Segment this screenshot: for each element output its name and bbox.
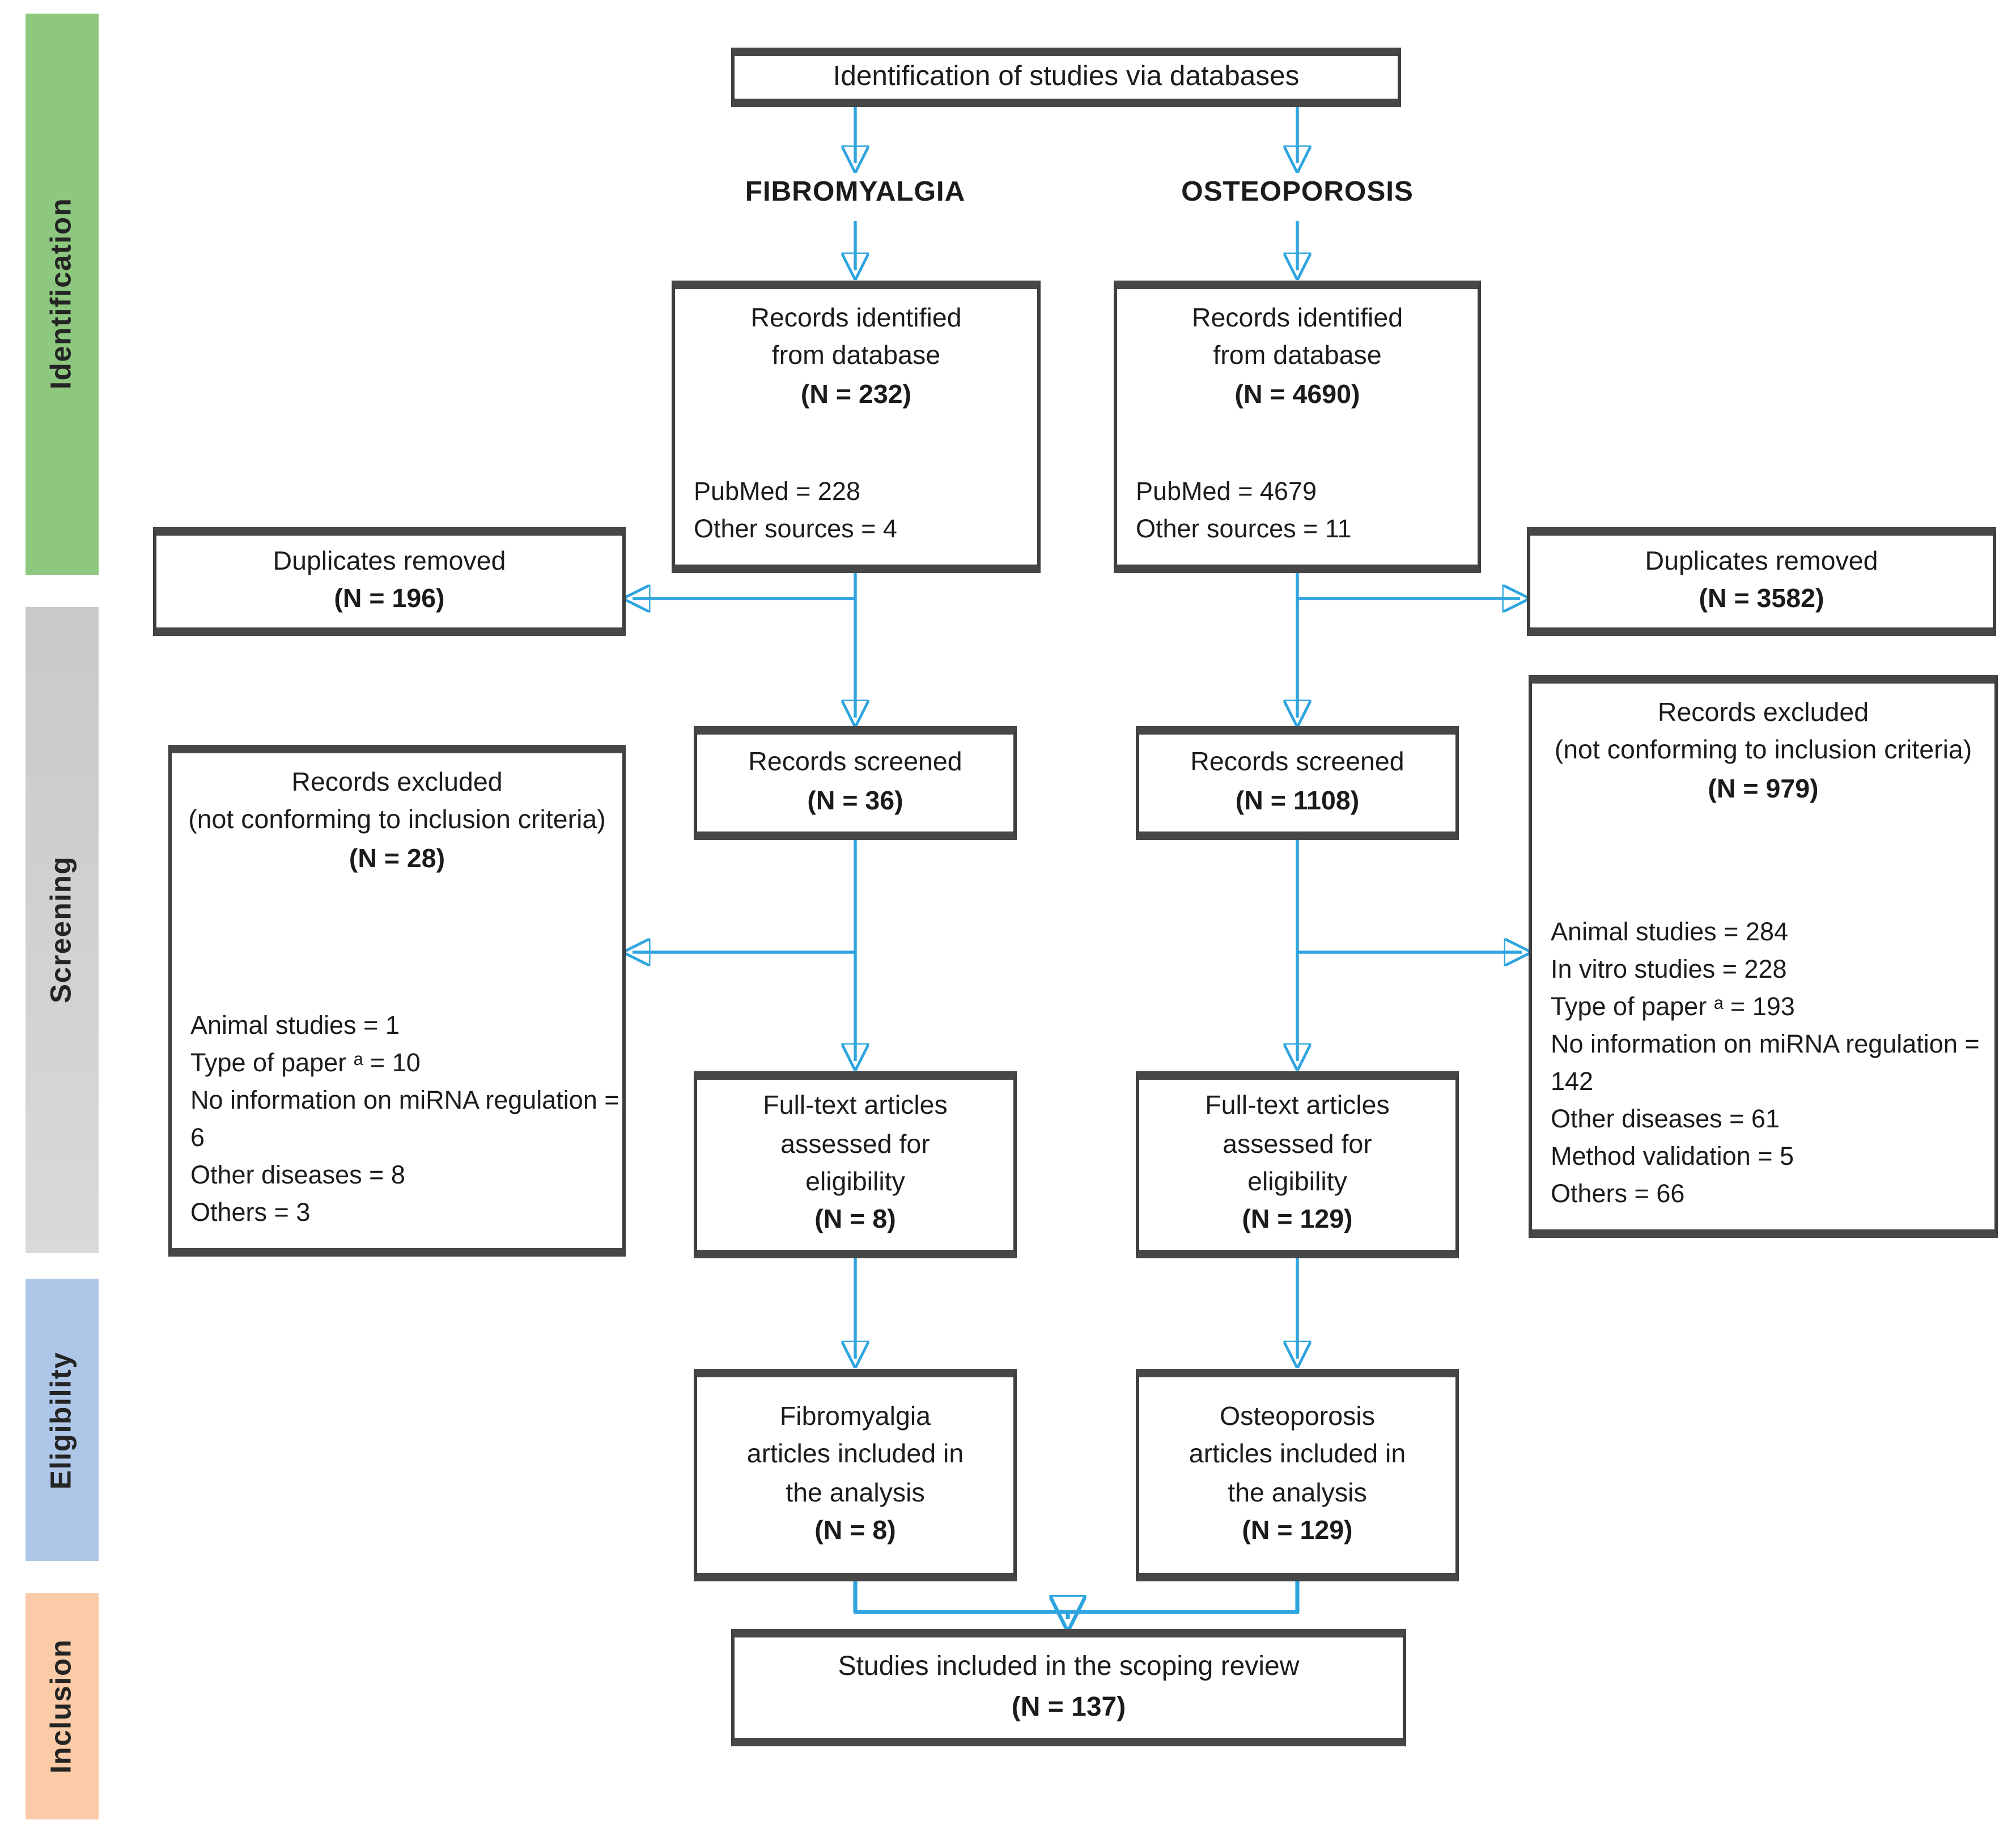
box-title-line: Full-text articles bbox=[1205, 1092, 1390, 1121]
box-title-line: the analysis bbox=[786, 1478, 925, 1508]
box-fulltext-assessed-osteoporosis: Full-text articles assessed for eligibil… bbox=[1136, 1071, 1459, 1258]
box-title-line: Duplicates removed bbox=[1645, 546, 1878, 576]
box-title-line: (not conforming to inclusion criteria) bbox=[1554, 737, 1972, 766]
box-records-identified-osteoporosis: Records identified from database (N = 46… bbox=[1114, 281, 1481, 573]
stage-bar-identification: Identification bbox=[26, 14, 99, 575]
stage-label-identification: Identification bbox=[45, 198, 78, 391]
box-records-identified-fibromyalgia: Records identified from database (N = 23… bbox=[672, 281, 1041, 573]
exclusion-reason: Animal studies = 1 bbox=[190, 1011, 400, 1041]
box-title-line: Osteoporosis bbox=[1219, 1402, 1375, 1431]
n-count: (N = 196) bbox=[334, 585, 445, 614]
n-count: (N = 1108) bbox=[1235, 786, 1360, 816]
n-count: (N = 28) bbox=[349, 845, 445, 874]
exclusion-reason: No information on miRNA regulation = 6 bbox=[190, 1086, 619, 1153]
box-title-line: (not conforming to inclusion criteria) bbox=[188, 807, 606, 836]
box-title-line: Records identified bbox=[1191, 304, 1403, 333]
box-title-line: Records screened bbox=[748, 748, 962, 778]
detail-line: PubMed = 228 bbox=[694, 477, 860, 507]
detail-line: Other sources = 11 bbox=[1136, 515, 1352, 544]
box-articles-included-fibromyalgia: Fibromyalgia articles included in the an… bbox=[694, 1369, 1017, 1581]
n-count: (N = 8) bbox=[814, 1206, 896, 1236]
box-title-line: assessed for bbox=[1223, 1130, 1372, 1159]
stage-bar-inclusion: Inclusion bbox=[26, 1593, 99, 1819]
box-records-excluded-fibromyalgia: Records excluded (not conforming to incl… bbox=[168, 745, 626, 1257]
n-count: (N = 979) bbox=[1708, 775, 1819, 804]
box-title-line: Fibromyalgia bbox=[779, 1402, 931, 1431]
exclusion-reason: Other diseases = 8 bbox=[190, 1161, 405, 1190]
box-title-line: from database bbox=[771, 342, 941, 372]
column-label-fibromyalgia: FIBROMYALGIA bbox=[745, 177, 966, 207]
box-title-line: eligibility bbox=[1247, 1168, 1347, 1197]
box-records-excluded-osteoporosis: Records excluded (not conforming to incl… bbox=[1529, 675, 1998, 1238]
n-count: (N = 232) bbox=[800, 380, 912, 410]
box-title-line: Studies included in the scoping review bbox=[838, 1653, 1300, 1682]
n-count: (N = 36) bbox=[807, 786, 903, 816]
exclusion-reason: Others = 66 bbox=[1551, 1180, 1685, 1209]
box-title-line: Full-text articles bbox=[763, 1092, 948, 1121]
box-duplicates-removed-fibromyalgia: Duplicates removed (N = 196) bbox=[153, 527, 626, 636]
box-title-line: articles included in bbox=[746, 1440, 964, 1470]
exclusion-reason: No information on miRNA regulation = 142 bbox=[1551, 1030, 1980, 1097]
box-records-screened-osteoporosis: Records screened (N = 1108) bbox=[1136, 726, 1459, 840]
box-studies-included-scoping-review: Studies included in the scoping review (… bbox=[731, 1629, 1406, 1746]
box-title-line: articles included in bbox=[1189, 1440, 1406, 1470]
box-duplicates-removed-osteoporosis: Duplicates removed (N = 3582) bbox=[1527, 527, 1996, 636]
stage-label-screening: Screening bbox=[45, 856, 78, 1004]
n-count: (N = 129) bbox=[1242, 1206, 1353, 1236]
top-box-title: Identification of studies via databases bbox=[833, 60, 1300, 91]
exclusion-reason: Other diseases = 61 bbox=[1551, 1105, 1780, 1134]
exclusion-reason: In vitro studies = 228 bbox=[1551, 955, 1787, 985]
column-label-osteoporosis: OSTEOPOROSIS bbox=[1181, 177, 1414, 207]
box-title-line: eligibility bbox=[805, 1168, 905, 1197]
box-identification-of-studies: Identification of studies via databases bbox=[731, 48, 1401, 107]
exclusion-reason: Animal studies = 284 bbox=[1551, 917, 1789, 947]
box-title-line: from database bbox=[1213, 342, 1382, 372]
box-title-line: Records screened bbox=[1190, 748, 1404, 778]
n-count: (N = 4690) bbox=[1234, 380, 1360, 410]
box-fulltext-assessed-fibromyalgia: Full-text articles assessed for eligibil… bbox=[694, 1071, 1017, 1258]
stage-label-eligibility: Eligibility bbox=[45, 1351, 78, 1489]
box-title-line: Duplicates removed bbox=[273, 546, 506, 576]
n-count: (N = 137) bbox=[1011, 1692, 1126, 1722]
n-count: (N = 3582) bbox=[1699, 585, 1824, 614]
exclusion-reason: Type of paper ᵃ = 10 bbox=[190, 1049, 421, 1078]
n-count: (N = 129) bbox=[1242, 1516, 1353, 1546]
box-title-line: the analysis bbox=[1228, 1478, 1367, 1508]
box-title-line: Records identified bbox=[750, 304, 962, 333]
box-title-line: Records excluded bbox=[291, 769, 503, 797]
box-articles-included-osteoporosis: Osteoporosis articles included in the an… bbox=[1136, 1369, 1459, 1581]
exclusion-reason: Type of paper ᵃ = 193 bbox=[1551, 992, 1795, 1022]
exclusion-reason: Others = 3 bbox=[190, 1198, 311, 1228]
detail-line: Other sources = 4 bbox=[694, 515, 897, 544]
stage-label-inclusion: Inclusion bbox=[45, 1639, 78, 1774]
stage-bar-eligibility: Eligibility bbox=[26, 1279, 99, 1561]
box-title-line: Records excluded bbox=[1657, 699, 1869, 728]
box-title-line: assessed for bbox=[780, 1130, 930, 1159]
box-records-screened-fibromyalgia: Records screened (N = 36) bbox=[694, 726, 1017, 840]
stage-bar-screening: Screening bbox=[26, 607, 99, 1253]
exclusion-reason: Method validation = 5 bbox=[1551, 1142, 1794, 1172]
detail-line: PubMed = 4679 bbox=[1136, 477, 1317, 507]
n-count: (N = 8) bbox=[814, 1516, 896, 1546]
